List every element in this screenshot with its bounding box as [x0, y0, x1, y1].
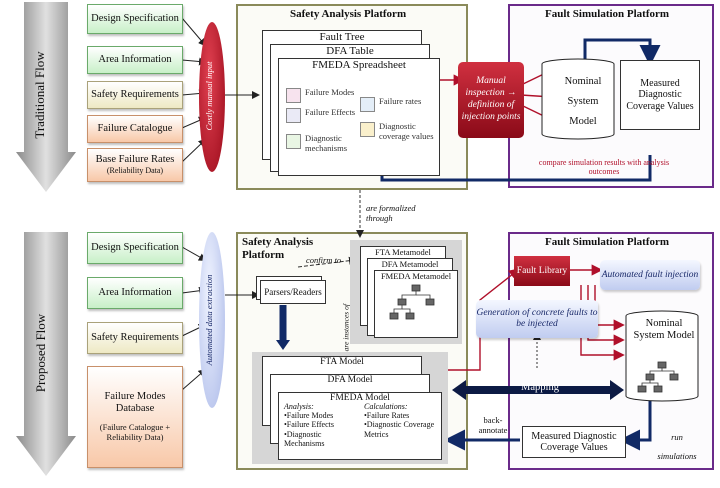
legend-failure-effects: Failure Effects — [286, 107, 366, 123]
manual-input-label: Costly manual input — [204, 61, 214, 131]
fmeda-metamodel: FMEDA Metamodel — [374, 270, 458, 338]
trad-measured-doc: Measured Diagnostic Coverage Values — [620, 60, 700, 130]
trad-failure-catalogue: Failure Catalogue — [87, 115, 183, 143]
prop-safety-title: Safety Analysis Platform — [242, 236, 314, 261]
automated-extraction-ellipse — [199, 232, 225, 408]
generation-box: Generation of concrete faults to be inje… — [476, 300, 598, 338]
analysis-list: Analysis: •Failure Modes •Failure Effect… — [284, 402, 334, 448]
trad-design-spec: Design Specification — [87, 4, 183, 34]
automated-fault-injection: Automated fault injection — [600, 260, 700, 290]
fmeda-model: FMEDA Model — [278, 392, 442, 460]
legend-diagnostic-coverage: Diagnostic coverage values — [360, 121, 440, 142]
legend-diagnostic-mechanisms: Diagnostic mechanisms — [286, 133, 366, 154]
prop-nominal-model — [624, 310, 700, 402]
traditional-flow-arrow — [16, 2, 76, 192]
automated-extraction-label: Automated data extraction — [204, 274, 214, 366]
prop-safety-req: Safety Requirements — [87, 322, 183, 354]
confirm-to-note: confirm to — [306, 255, 342, 265]
trad-safety-title: Safety Analysis Platform — [290, 8, 407, 20]
mapping-label: Mapping — [521, 382, 559, 393]
calculations-list: Calculations: •Failure Rates •Diagnostic… — [364, 402, 435, 439]
prop-design-spec: Design Specification — [87, 232, 183, 264]
proposed-flow-label: Proposed Flow — [33, 313, 48, 393]
fault-library: Fault Library — [514, 256, 570, 286]
trad-nominal-model — [540, 58, 616, 140]
proposed-flow-arrow — [16, 232, 76, 476]
trad-area-info: Area Information — [87, 46, 183, 74]
instances-note: are instances of — [341, 304, 351, 352]
prop-measured-doc: Measured Diagnostic Coverage Values — [522, 426, 626, 458]
legend-failure-rates: Failure rates — [360, 96, 436, 112]
manual-inspection-box: Manual inspection → definition of inject… — [458, 62, 524, 138]
trad-fault-title: Fault Simulation Platform — [545, 8, 670, 20]
trad-base-failure-rates: Base Failure Rates (Reliability Data) — [87, 148, 183, 182]
fmeda-spreadsheet-doc: FMEDA Spreadsheet — [278, 58, 440, 176]
prop-nominal-model-label: Nominal System Model — [633, 318, 695, 342]
back-annotate-note: back-annotate — [478, 415, 508, 435]
metamodel-tree-icon — [389, 284, 435, 320]
formalized-note: are formalized through — [366, 203, 416, 223]
failure-modes-database: Failure Modes Database (Failure Catalogu… — [87, 366, 183, 468]
compare-note: compare simulation results with analysis… — [538, 158, 670, 177]
traditional-flow-label: Traditional Flow — [32, 51, 47, 139]
run-simulations-note: run simulations — [657, 432, 697, 461]
prop-area-info: Area Information — [87, 277, 183, 309]
trad-safety-req: Safety Requirements — [87, 81, 183, 109]
prop-fault-title: Fault Simulation Platform — [545, 236, 670, 248]
parsers-readers: Parsers/Readers — [260, 280, 326, 304]
trad-nominal-model-label: Nominal System Model — [564, 76, 602, 127]
legend-failure-modes: Failure Modes — [286, 87, 366, 103]
